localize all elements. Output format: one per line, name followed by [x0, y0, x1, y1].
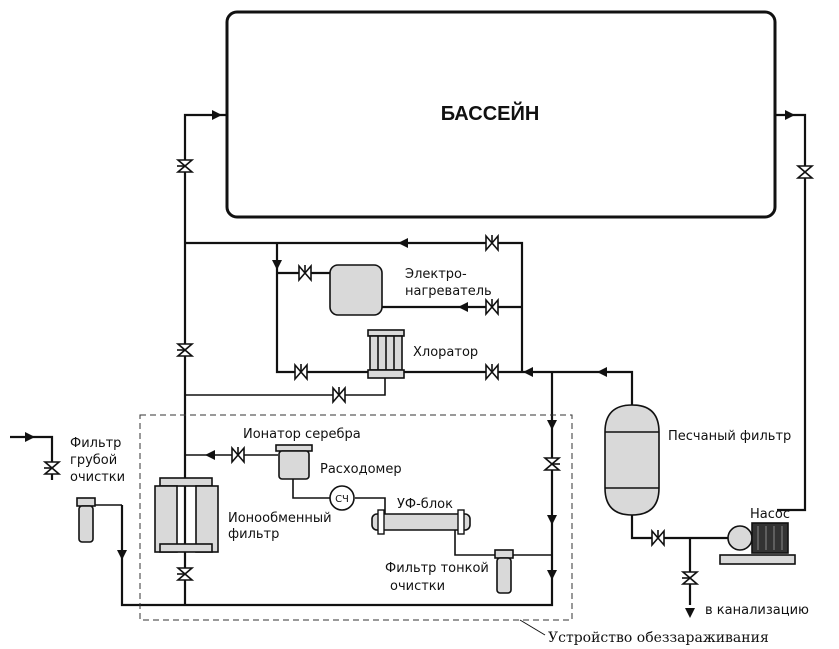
valve-right-riser [795, 165, 815, 179]
coarse-filter-label-1: Фильтр [70, 436, 121, 451]
arrow-top-line [398, 238, 408, 248]
uv-block-label: УФ-блок [397, 497, 453, 512]
pump-label: Насос [750, 507, 790, 522]
arrow-from-pool [785, 110, 795, 120]
valve-sand-out [651, 528, 665, 548]
flow-meter-label: Расходомер [320, 462, 402, 477]
coarse-filter [76, 497, 96, 543]
valve-disinfection [542, 457, 562, 471]
flow-meter-code: СЧ [335, 494, 349, 505]
arrow-down-1 [547, 420, 557, 430]
heater-label-2: нагреватель [405, 284, 492, 299]
valve-coarse [42, 461, 62, 475]
coarse-filter-label-2: грубой [70, 453, 117, 468]
valve-chlor-return [332, 385, 346, 405]
fine-filter-label-2: очистки [390, 579, 445, 594]
valve-drain [680, 571, 700, 585]
valve-heater-in [298, 263, 312, 283]
valves [42, 159, 815, 585]
valve-left-mid [175, 343, 195, 357]
silver-ionizer-label: Ионатор серебра [243, 427, 361, 442]
flow-meter [329, 485, 355, 511]
arrow-down-2 [547, 515, 557, 525]
disinfection-leader [519, 619, 546, 636]
arrow-coarse-down [117, 550, 127, 560]
electric-heater [329, 264, 383, 316]
pool-label: БАССЕЙН [441, 101, 540, 125]
arrow-ionizer [205, 450, 215, 460]
arrow-drain [685, 608, 695, 618]
disinfection-device-label: Устройство обеззараживания [548, 630, 769, 646]
chlorinator [367, 329, 405, 379]
coarse-filter-label-3: очистки [70, 470, 125, 485]
ion-exchange-label-2: фильтр [228, 527, 279, 542]
fine-filter [494, 549, 514, 594]
valve-ion-exchange [175, 567, 195, 581]
arrow-left-loop [272, 260, 282, 270]
disinfection-device-boundary [139, 414, 573, 621]
chlorinator-label: Хлоратор [413, 345, 478, 360]
valve-ionizer [231, 445, 245, 465]
drain-label: в канализацию [705, 603, 809, 618]
arrow-heater-line [458, 302, 468, 312]
arrow-manifold-mid [523, 367, 533, 377]
uv-block [371, 509, 471, 535]
flow-arrows [25, 110, 795, 618]
heater-label-1: Электро- [405, 267, 467, 282]
silver-ionizer [275, 444, 313, 480]
arrow-inlet [25, 432, 35, 442]
valve-top-line [485, 233, 499, 253]
arrow-to-pool [212, 110, 222, 120]
pump [719, 522, 796, 565]
valve-chlor-in [294, 362, 308, 382]
fine-filter-label-1: Фильтр тонкой [385, 561, 489, 576]
valve-heater-out [485, 297, 499, 317]
valve-chlor-out [485, 362, 499, 382]
sand-filter [604, 404, 660, 516]
arrow-down-3 [547, 570, 557, 580]
ion-exchange-filter [154, 477, 219, 553]
sand-filter-label: Песчаный фильтр [668, 429, 791, 444]
ion-exchange-label-1: Ионообменный [228, 511, 332, 526]
valve-left-top [175, 159, 195, 173]
arrow-right-manifold [597, 367, 607, 377]
